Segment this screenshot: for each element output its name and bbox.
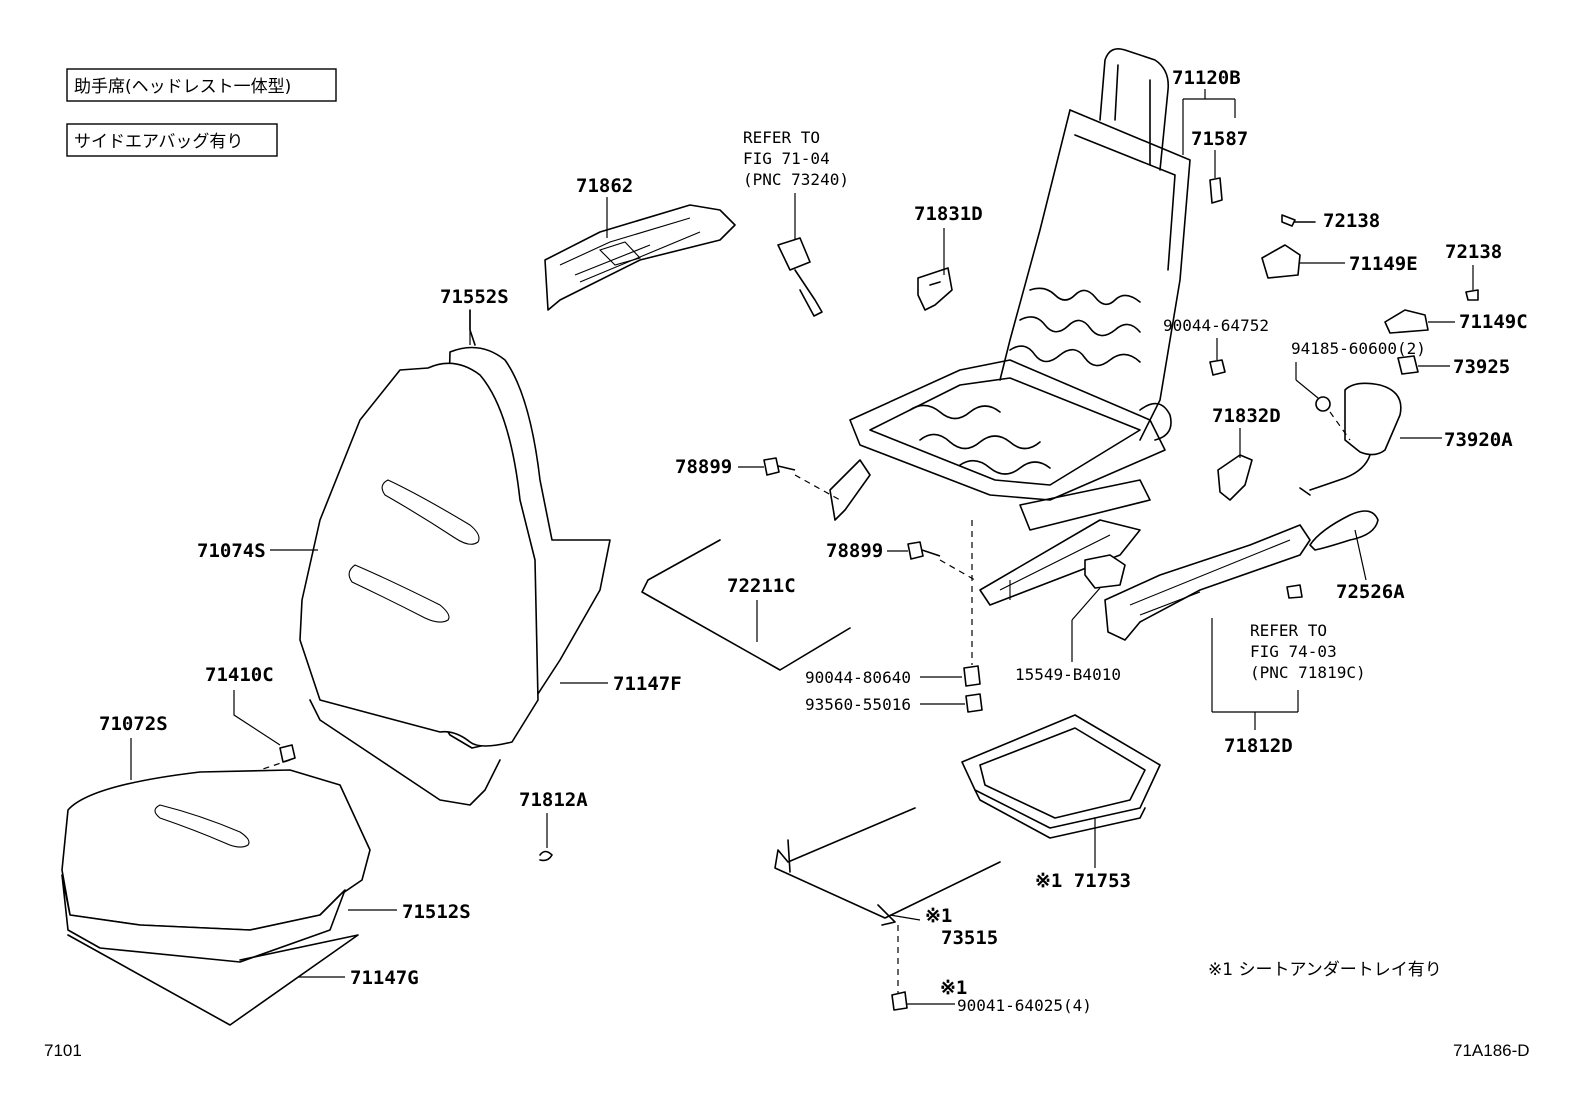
- label-71512S: 71512S: [402, 901, 471, 923]
- label-71862: 71862: [576, 175, 633, 197]
- clip-71812D-drawing: [1286, 584, 1303, 599]
- part-71149E-drawing: [1261, 244, 1301, 279]
- label-90041-64025: 90041-64025(4): [957, 996, 1092, 1015]
- ref-74-03-line2: FIG 74-03: [1250, 642, 1337, 661]
- nut-90044-64752-drawing: [1209, 359, 1226, 376]
- seat-type-note: 助手席(ヘッドレスト一体型): [66, 68, 337, 102]
- footnote-under-tray: ※1 シートアンダートレイ有り: [1208, 960, 1442, 980]
- label-94185-60600: 94185-60600(2): [1291, 339, 1426, 358]
- knob-72526A-drawing: [1309, 510, 1379, 551]
- label-72138-a: 72138: [1323, 210, 1380, 232]
- label-72211C: 72211C: [727, 575, 796, 597]
- label-78899-b: 78899: [826, 540, 883, 562]
- label-71753: ※1 71753: [1035, 870, 1131, 892]
- part-71831D-drawing: [917, 267, 953, 311]
- label-71149C: 71149C: [1459, 311, 1528, 333]
- label-90041-mark: ※1: [940, 977, 967, 999]
- label-71147F: 71147F: [613, 673, 682, 695]
- label-73515-mark: ※1: [925, 905, 952, 927]
- wire-72211C-drawing: [641, 539, 851, 671]
- bolt-78899-b-drawing: [907, 541, 941, 560]
- ref-fig-74-03: REFER TO FIG 74-03 (PNC 71819C): [1250, 621, 1366, 682]
- clip-71812A-drawing: [539, 850, 553, 862]
- side-airbag-73920A-drawing: [1299, 382, 1402, 496]
- clip-71410C-drawing: [279, 744, 296, 763]
- label-90044-80640: 90044-80640: [805, 668, 911, 687]
- ref-fig-71-04: REFER TO FIG 71-04 (PNC 73240): [743, 128, 849, 189]
- label-71120B: 71120B: [1172, 67, 1241, 89]
- footer-figure-code: 71A186-D: [1453, 1041, 1530, 1060]
- part-71587-drawing: [1209, 177, 1223, 204]
- label-15549-B4010: 15549-B4010: [1015, 665, 1121, 684]
- label-71552S: 71552S: [440, 286, 509, 308]
- side-shield-71812D-drawing: [1104, 524, 1311, 641]
- ref-74-03-line3: (PNC 71819C): [1250, 663, 1366, 682]
- seatback-71552S-71074S-drawing: [299, 309, 611, 806]
- ref-71-04-line3: (PNC 73240): [743, 170, 849, 189]
- footer-page-code: 7101: [44, 1041, 82, 1060]
- label-72138-b: 72138: [1445, 241, 1502, 263]
- seat-cushion-71072S-71512S-drawing: [61, 769, 371, 1026]
- label-93560-55016: 93560-55016: [805, 695, 911, 714]
- seat-type-text: 助手席(ヘッドレスト一体型): [74, 77, 291, 97]
- label-90044-64752: 90044-64752: [1163, 316, 1269, 335]
- part-71149C-drawing: [1384, 309, 1429, 334]
- label-71149E: 71149E: [1349, 253, 1418, 275]
- screw-72138-b-drawing: [1465, 289, 1479, 301]
- wire-73515-drawing: [774, 807, 1001, 926]
- label-71147G: 71147G: [350, 967, 419, 989]
- switch-15549-B4010-drawing: [1084, 554, 1126, 589]
- under-tray-71753-drawing: [961, 714, 1161, 839]
- ref-71-04-line1: REFER TO: [743, 128, 820, 147]
- part-71862-drawing: [544, 204, 736, 311]
- seat-belt-buckle-drawing: [777, 237, 823, 317]
- part-73925-drawing: [1397, 355, 1419, 375]
- ref-71-04-line2: FIG 71-04: [743, 149, 830, 168]
- ref-74-03-line1: REFER TO: [1250, 621, 1327, 640]
- label-71832D: 71832D: [1212, 405, 1281, 427]
- label-71072S: 71072S: [99, 713, 168, 735]
- label-72526A: 72526A: [1336, 581, 1405, 603]
- bolt-93560-55016-drawing: [965, 693, 983, 713]
- nut-94185-60600-drawing: [1315, 396, 1331, 412]
- label-71410C: 71410C: [205, 664, 274, 686]
- label-71587: 71587: [1191, 128, 1248, 150]
- label-78899-a: 78899: [675, 456, 732, 478]
- label-71074S: 71074S: [197, 540, 266, 562]
- nut-90044-80640-drawing: [963, 665, 981, 687]
- label-73515: 73515: [941, 927, 998, 949]
- label-73920A: 73920A: [1444, 429, 1513, 451]
- part-71832D-drawing: [1217, 454, 1253, 501]
- label-71812D: 71812D: [1224, 735, 1293, 757]
- screw-72138-drawing: [1281, 214, 1316, 227]
- side-airbag-text: サイドエアバッグ有り: [74, 132, 243, 152]
- label-71831D: 71831D: [914, 203, 983, 225]
- label-71812A: 71812A: [519, 789, 588, 811]
- label-73925: 73925: [1453, 356, 1510, 378]
- seat-frame-drawing: [829, 47, 1191, 606]
- bolt-78899-a-drawing: [763, 457, 796, 476]
- side-airbag-note: サイドエアバッグ有り: [66, 123, 278, 157]
- bolt-90041-64025-drawing: [891, 991, 908, 1011]
